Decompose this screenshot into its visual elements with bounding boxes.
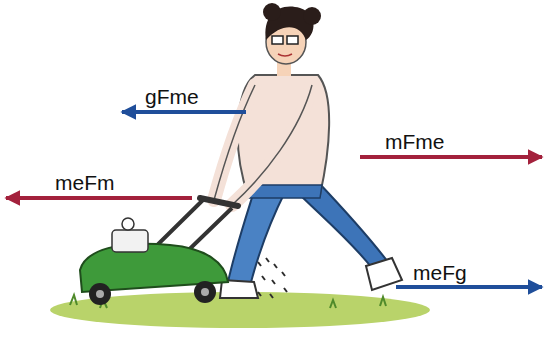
mower-wheel [89,283,111,305]
mower-engine [112,230,148,252]
hair-bun [303,7,321,25]
hair-bun [263,3,281,21]
fuel-cap [122,218,134,230]
force-label: meFg [413,262,467,283]
glasses [272,36,283,44]
mower-wheel [194,281,216,303]
right-arm-outline [232,85,312,205]
grass-clippings [258,258,287,298]
force-arrow [122,110,246,114]
force-label: mFme [385,131,445,152]
glasses [287,36,298,44]
force-label: gFme [145,86,199,107]
force-label: meFm [55,172,115,193]
handle-grip [200,198,238,206]
force-arrow [396,285,542,289]
force-arrow [360,155,542,159]
mouth [278,54,292,56]
wheel-hub [96,290,104,298]
right-arm [232,85,312,205]
wheel-hub [201,288,209,296]
force-arrow [6,196,192,200]
